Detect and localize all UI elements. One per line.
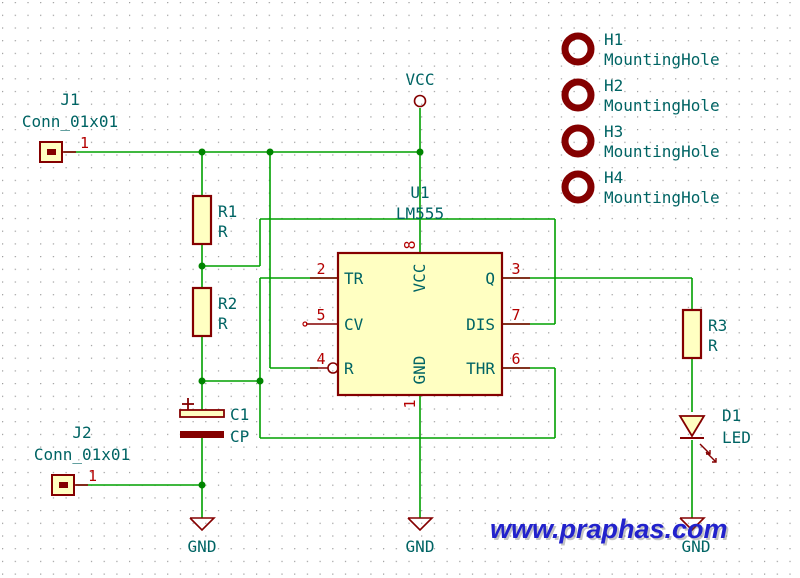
j2-ref: J2 xyxy=(72,423,91,442)
gnd-symbol-center: GND xyxy=(406,517,435,556)
watermark-shadow: www.praphas.com xyxy=(492,516,730,546)
connector-j1: J1 Conn_01x01 1 xyxy=(22,90,118,163)
pin-3-number: 3 xyxy=(511,260,520,278)
gnd-label: GND xyxy=(406,537,435,556)
pin-dis-name: DIS xyxy=(466,315,495,334)
h2-value: MountingHole xyxy=(604,96,720,115)
d1-value: LED xyxy=(722,428,751,447)
wires xyxy=(64,108,693,518)
pin-2-number: 2 xyxy=(316,260,325,278)
mounting-hole-h4: H4 MountingHole xyxy=(561,168,720,207)
j1-value: Conn_01x01 xyxy=(22,112,118,131)
gnd-symbol-left: GND xyxy=(188,517,217,556)
h2-ref: H2 xyxy=(604,76,623,95)
pin-thr-name: THR xyxy=(466,359,495,378)
resistor-r3: R3 R xyxy=(681,308,727,360)
gnd-label: GND xyxy=(682,537,711,556)
r1-ref: R1 xyxy=(218,202,237,221)
junction-dots xyxy=(198,148,424,489)
h1-value: MountingHole xyxy=(604,50,720,69)
r2-ref: R2 xyxy=(218,294,237,313)
c1-ref: C1 xyxy=(230,405,249,424)
mounting-hole-h1: H1 MountingHole xyxy=(561,30,720,69)
pin-q-name: Q xyxy=(485,269,495,288)
pin-8-number: 8 xyxy=(401,240,419,249)
d1-ref: D1 xyxy=(722,406,741,425)
pin-vcc-name: VCC xyxy=(410,264,429,293)
pin-1-number: 1 xyxy=(401,399,419,408)
c1-value: CP xyxy=(230,427,249,446)
j2-value: Conn_01x01 xyxy=(34,445,130,464)
gnd-symbol-right: GND xyxy=(679,517,711,556)
h3-ref: H3 xyxy=(604,122,623,141)
r3-value: R xyxy=(708,336,718,355)
resistor-r1: R1 R xyxy=(191,194,237,246)
r2-value: R xyxy=(218,314,228,333)
h4-ref: H4 xyxy=(604,168,623,187)
u1-ref: U1 xyxy=(410,183,429,202)
mounting-hole-h3: H3 MountingHole xyxy=(561,122,720,161)
j1-ref: J1 xyxy=(60,90,79,109)
led-d1: D1 LED xyxy=(678,406,751,463)
h3-value: MountingHole xyxy=(604,142,720,161)
resistor-r2: R2 R xyxy=(191,286,237,338)
vcc-symbol: VCC xyxy=(406,70,435,108)
pin-4-number: 4 xyxy=(316,350,325,368)
j2-pin-number: 1 xyxy=(88,467,97,485)
ic-u1-lm555: U1 LM555 2 5 4 3 7 6 8 1 TR CV R Q DIS T… xyxy=(302,183,530,409)
u1-value: LM555 xyxy=(396,204,444,223)
gnd-label: GND xyxy=(188,537,217,556)
r1-value: R xyxy=(218,222,228,241)
pin-cv-name: CV xyxy=(344,315,364,334)
capacitor-c1: C1 CP xyxy=(179,398,249,446)
h1-ref: H1 xyxy=(604,30,623,49)
pin-r-name: R xyxy=(344,359,354,378)
pin-tr-name: TR xyxy=(344,269,364,288)
r3-ref: R3 xyxy=(708,316,727,335)
watermark: www.praphas.com xyxy=(490,514,728,544)
h4-value: MountingHole xyxy=(604,188,720,207)
pin-6-number: 6 xyxy=(511,350,520,368)
connector-j2: J2 Conn_01x01 1 xyxy=(34,423,130,496)
pin-7-number: 7 xyxy=(511,306,520,324)
mounting-hole-h2: H2 MountingHole xyxy=(561,76,720,115)
j1-pin-number: 1 xyxy=(80,134,89,152)
pin-5-number: 5 xyxy=(316,306,325,324)
pin-gnd-name: GND xyxy=(410,356,429,385)
vcc-label: VCC xyxy=(406,70,435,89)
